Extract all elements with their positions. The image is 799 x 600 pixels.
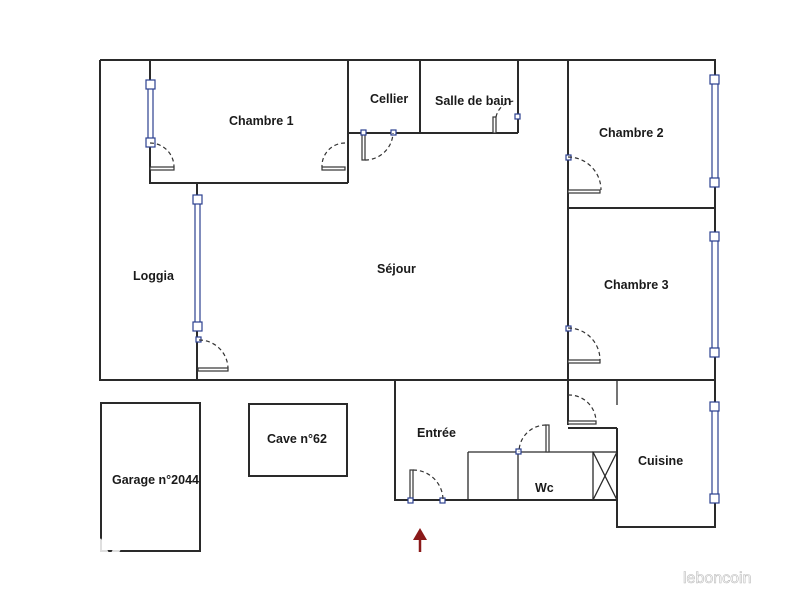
garage-outline bbox=[100, 402, 201, 552]
arrow-up-icon bbox=[413, 528, 427, 552]
room-label-garage: Garage n°2044 bbox=[112, 473, 199, 487]
room-label-chambre2: Chambre 2 bbox=[599, 126, 664, 140]
room-label-salle-de-bain: Salle de bain bbox=[435, 94, 511, 108]
doors bbox=[149, 100, 602, 504]
watermark-logo bbox=[14, 527, 126, 585]
room-label-cave: Cave n°62 bbox=[267, 432, 327, 446]
room-label-sejour: Séjour bbox=[377, 262, 416, 276]
room-label-chambre3: Chambre 3 bbox=[604, 278, 669, 292]
cave-outline bbox=[248, 403, 348, 477]
room-label-wc: Wc bbox=[535, 481, 554, 495]
windows bbox=[145, 74, 720, 504]
room-label-chambre1: Chambre 1 bbox=[229, 114, 294, 128]
room-label-loggia: Loggia bbox=[133, 269, 175, 283]
room-label-cellier: Cellier bbox=[370, 92, 408, 106]
room-label-cuisine: Cuisine bbox=[638, 454, 683, 468]
room-label-entree: Entrée bbox=[417, 426, 456, 440]
watermark-brand: leboncoin bbox=[683, 570, 752, 587]
